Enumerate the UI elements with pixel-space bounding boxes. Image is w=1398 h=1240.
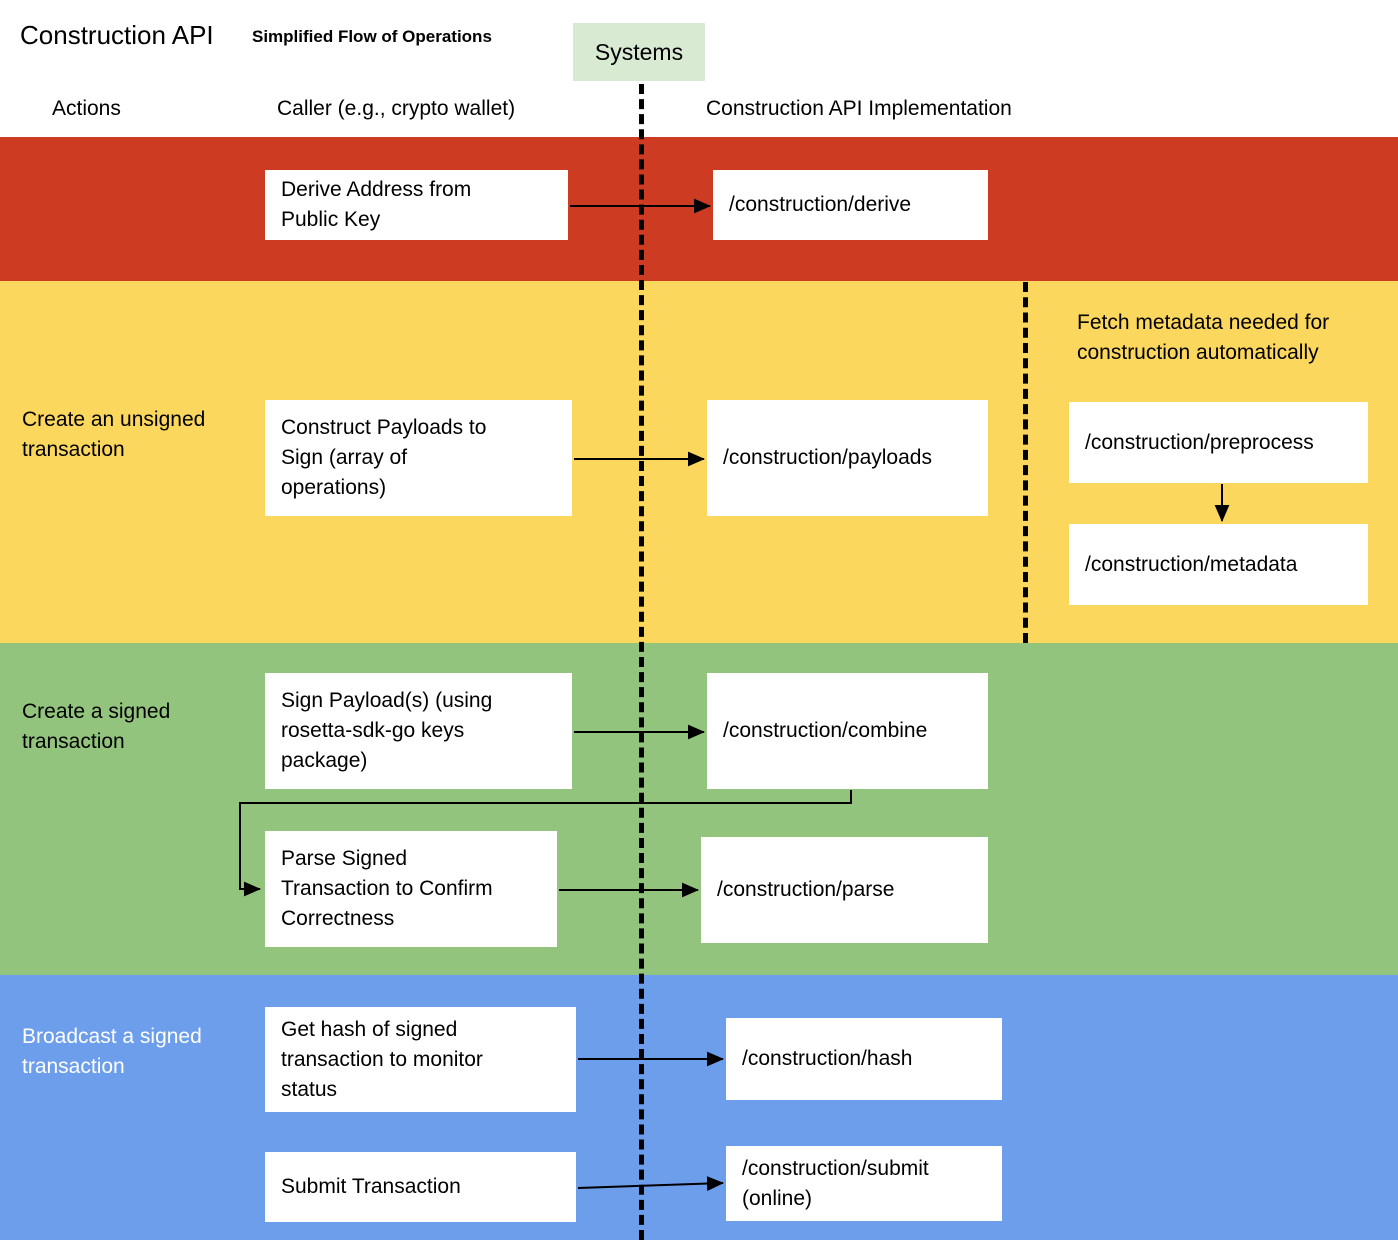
column-header-actions: Actions xyxy=(52,97,121,120)
column-header-implementation: Construction API Implementation xyxy=(706,97,1012,120)
diagram-title: Construction API xyxy=(20,20,214,50)
api-box-construction-hash[interactable]: /construction/hash xyxy=(726,1018,1002,1100)
systems-chip-label: Systems xyxy=(594,38,684,65)
lane-label-signed: Create a signed transaction xyxy=(22,700,171,753)
swimlane-band-broadcast xyxy=(0,975,1398,1240)
note-fetch-metadata: Fetch metadata needed for construction a… xyxy=(1077,311,1330,364)
systems-chip: Systems xyxy=(573,23,705,81)
api-box-construction-parse[interactable]: /construction/parse xyxy=(701,837,988,943)
column-header-caller: Caller (e.g., crypto wallet) xyxy=(277,97,516,120)
diagram-subtitle: Simplified Flow of Operations xyxy=(252,27,492,46)
api-box-construction-metadata[interactable]: /construction/metadata xyxy=(1069,524,1368,605)
caller-box-get-hash[interactable]: Get hash of signed transaction to monito… xyxy=(265,1007,576,1112)
caller-box-sign-payloads[interactable]: Sign Payload(s) (using rosetta-sdk-go ke… xyxy=(265,673,572,789)
api-box-construction-combine[interactable]: /construction/combine xyxy=(707,673,988,789)
caller-box-construct-payloads[interactable]: Construct Payloads to Sign (array of ope… xyxy=(265,400,572,516)
swimlane-band-derive xyxy=(0,137,1398,281)
caller-box-derive-address[interactable]: Derive Address from Public Key xyxy=(265,170,568,240)
api-box-construction-preprocess[interactable]: /construction/preprocess xyxy=(1069,402,1368,483)
automatic-metadata-divider xyxy=(1023,282,1028,643)
api-box-construction-submit[interactable]: /construction/submit (online) xyxy=(726,1146,1002,1221)
lane-label-broadcast: Broadcast a signed transaction xyxy=(22,1025,202,1078)
api-box-construction-derive[interactable]: /construction/derive xyxy=(713,170,988,240)
swimlane-band-signed xyxy=(0,643,1398,975)
caller-box-parse-signed-transaction[interactable]: Parse Signed Transaction to Confirm Corr… xyxy=(265,831,557,947)
caller-box-submit-transaction[interactable]: Submit Transaction xyxy=(265,1152,576,1222)
system-boundary-divider xyxy=(639,84,644,1240)
api-box-construction-payloads[interactable]: /construction/payloads xyxy=(707,400,988,516)
lane-label-unsigned: Create an unsigned transaction xyxy=(22,408,206,461)
